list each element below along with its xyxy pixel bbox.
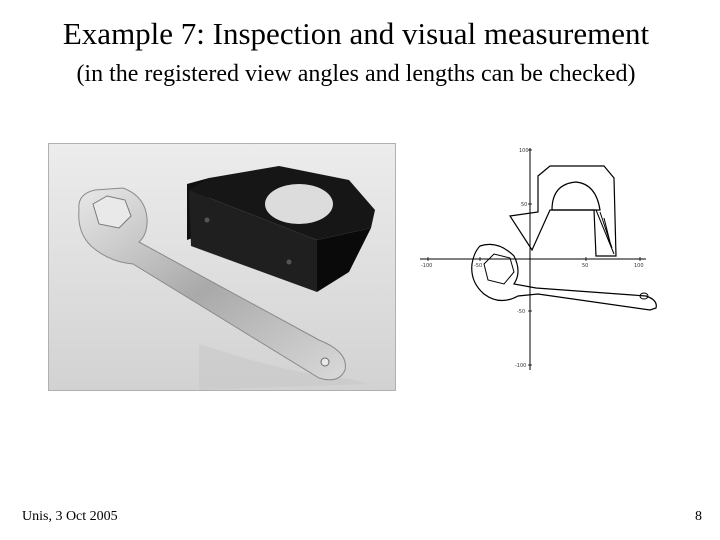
y-tick-label: -50 [517,309,525,315]
x-tick-label: -50 [474,263,482,269]
x-tick-label: 50 [582,263,588,269]
y-tick-label: 100 [519,148,529,154]
wrench-hole-outline [639,292,649,300]
wrench-outline [471,243,657,311]
bracket-cutout [265,184,333,224]
registered-view-svg: -100 -50 50 100 100 50 -50 -100 [420,148,657,370]
x-tick-label: 100 [634,263,644,269]
bracket-cutout-outline [551,181,601,211]
wrench-bracket-photo [48,143,396,391]
wrench [78,187,346,381]
footer-date: Unis, 3 Oct 2005 [22,509,118,524]
photo-illustration [49,144,395,390]
wrench-end-hole [320,357,330,367]
slide-title: Example 7: Inspection and visual measure… [62,16,650,51]
bracket-front-plate [189,190,317,292]
slide-subtitle: (in the registered view angles and lengt… [76,61,636,87]
wrench-hex-outline [483,253,515,285]
registered-view-drawing: -100 -50 50 100 100 50 -50 -100 [418,138,670,374]
y-tick-label: 50 [521,202,527,208]
wrench-hex-opening [92,195,132,229]
bracket-edge-lines [595,209,615,255]
y-tick-label: -100 [515,363,526,369]
bracket-outline [508,165,617,257]
page-number: 8 [695,509,702,524]
x-tick-label: -100 [421,263,432,269]
